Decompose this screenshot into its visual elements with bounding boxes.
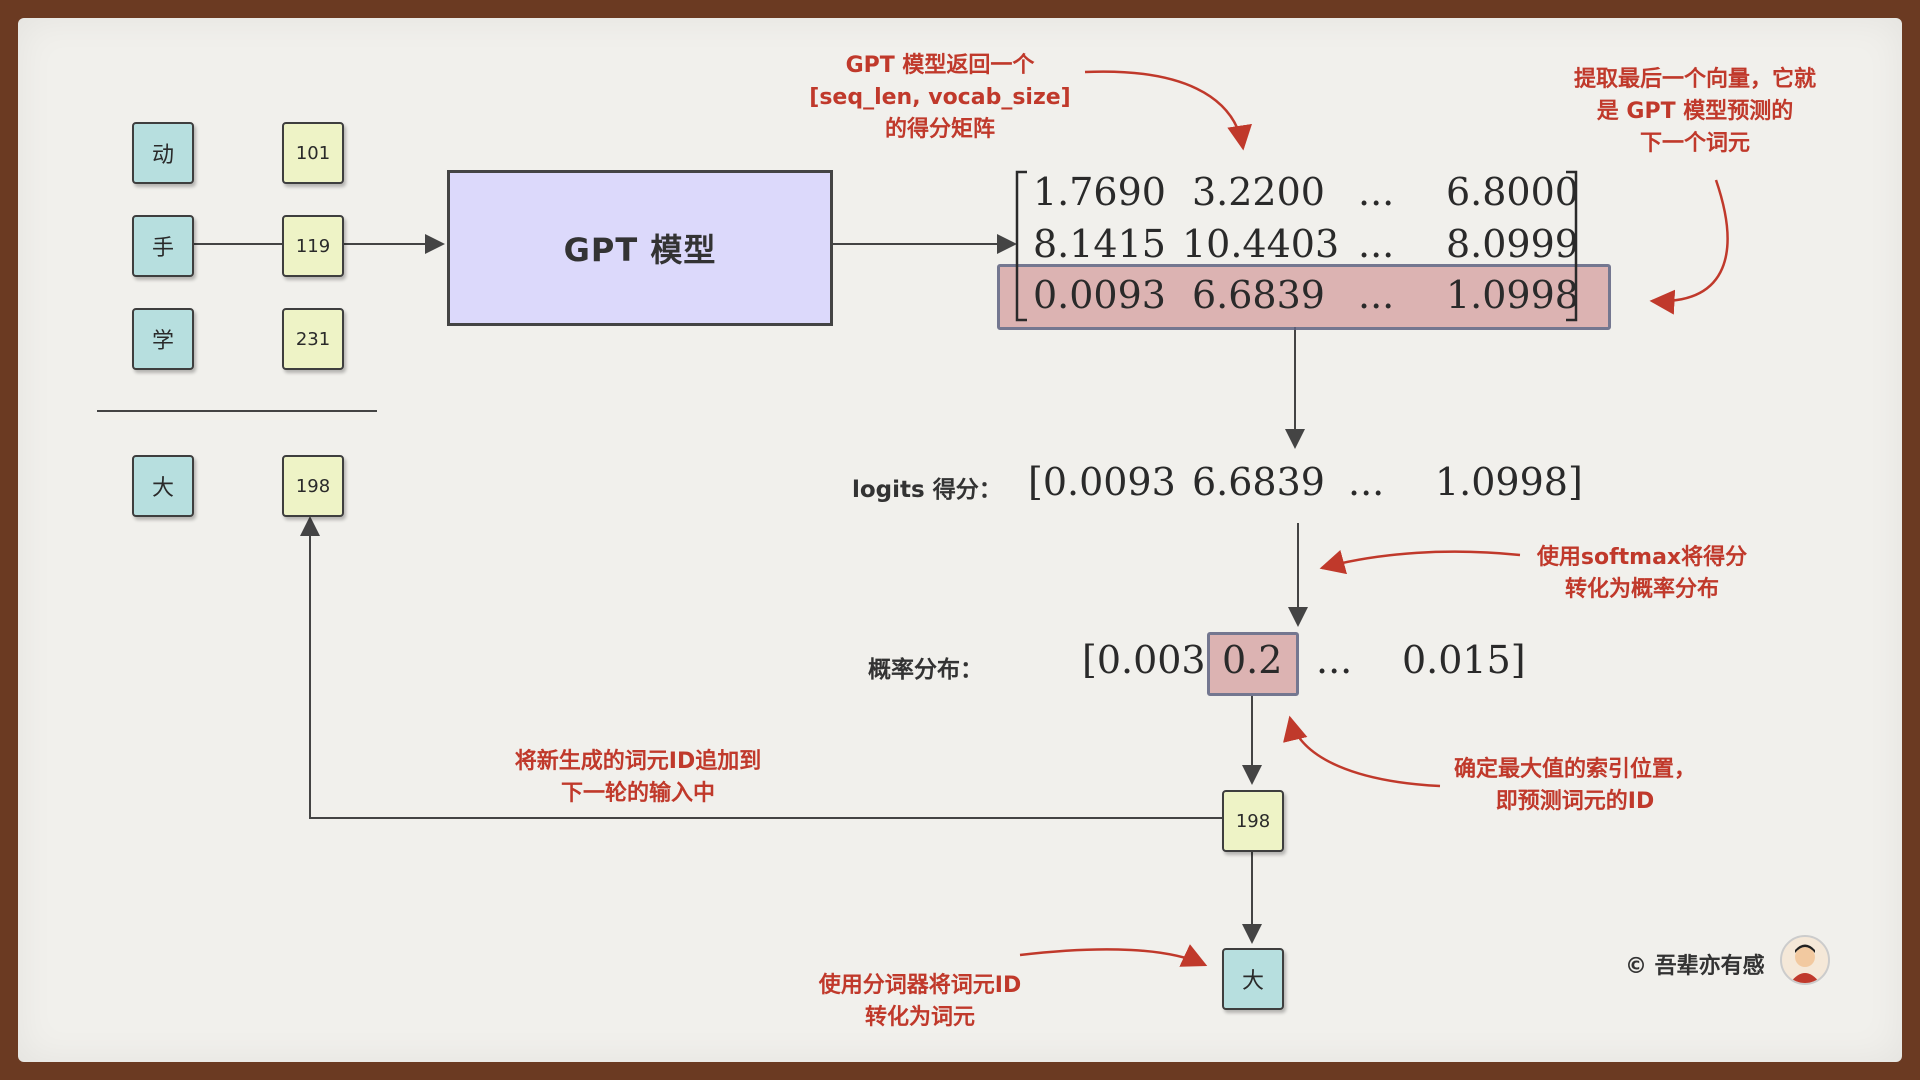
note-score-matrix: GPT 模型返回一个 [seq_len, vocab_size] 的得分矩阵 — [790, 50, 1090, 146]
matrix-cell: 3.2200 — [1192, 170, 1325, 214]
gpt-model-box: GPT 模型 — [447, 170, 833, 326]
matrix-cell: 1.0998 — [1446, 273, 1579, 317]
logits-label: logits 得分： — [852, 477, 1002, 503]
note-line: GPT 模型返回一个 — [845, 53, 1035, 78]
matrix-cell: ... — [1358, 273, 1395, 317]
last-row-highlight — [997, 264, 1611, 330]
logit-value: ... — [1348, 460, 1385, 504]
note-argmax: 确定最大值的索引位置， 即预测词元的ID — [1420, 754, 1730, 818]
note-line: 提取最后一个向量，它就 — [1573, 67, 1816, 92]
predicted-token: 大 — [1222, 948, 1284, 1010]
logit-value: 6.6839 — [1192, 460, 1325, 504]
logit-value: [0.0093 — [1028, 460, 1176, 504]
prob-value: 0.015] — [1402, 638, 1526, 682]
matrix-cell: 0.0093 — [1033, 273, 1166, 317]
note-line: [seq_len, vocab_size] — [809, 85, 1071, 110]
logit-value: 1.0998] — [1435, 460, 1583, 504]
note-line: 下一个词元 — [1639, 131, 1750, 156]
note-line: 使用softmax将得分 — [1536, 545, 1748, 570]
note-line: 的得分矩阵 — [884, 117, 995, 142]
right-bracket — [1566, 170, 1578, 322]
probs-label: 概率分布： — [868, 657, 983, 683]
prob-value: [0.003 — [1082, 638, 1206, 682]
note-arrow-argmax — [1283, 715, 1441, 788]
token-text: 手 — [132, 215, 194, 277]
token-text: 学 — [132, 308, 194, 370]
note-arrow-matrix — [1084, 70, 1252, 151]
note-line: 使用分词器将词元ID — [818, 973, 1022, 998]
note-line: 下一轮的输入中 — [560, 781, 715, 806]
token-id: 231 — [282, 308, 344, 370]
note-line: 将新生成的词元ID追加到 — [514, 749, 762, 774]
note-line: 是 GPT 模型预测的 — [1596, 99, 1794, 124]
token-id: 101 — [282, 122, 344, 184]
matrix-cell: 6.8000 — [1446, 170, 1579, 214]
note-arrow-softmax — [1319, 549, 1521, 575]
avatar-icon — [1790, 944, 1820, 983]
feedback-arrow — [300, 516, 1222, 819]
prob-value: 0.2 — [1222, 638, 1283, 682]
matrix-cell: 1.7690 — [1033, 170, 1166, 214]
note-line: 确定最大值的索引位置， — [1453, 757, 1696, 782]
credit: © 吾辈亦有感 — [1625, 954, 1765, 979]
new-token-id: 198 — [282, 455, 344, 517]
predicted-id: 198 — [1222, 790, 1284, 852]
avatar — [1780, 935, 1830, 985]
max-prob-highlight — [1207, 632, 1299, 696]
canvas — [18, 18, 1902, 1062]
matrix-cell: ... — [1358, 170, 1395, 214]
note-append: 将新生成的词元ID追加到 下一轮的输入中 — [488, 746, 788, 810]
matrix-cell: 8.0999 — [1446, 222, 1579, 266]
note-arrow-last-vector — [1649, 179, 1729, 315]
note-line: 即预测词元的ID — [1495, 789, 1655, 814]
note-line: 转化为概率分布 — [1564, 577, 1719, 602]
note-line: 转化为词元 — [864, 1005, 975, 1030]
note-last-vector: 提取最后一个向量，它就 是 GPT 模型预测的 下一个词元 — [1545, 64, 1845, 160]
matrix-cell: 6.6839 — [1192, 273, 1325, 317]
note-softmax: 使用softmax将得分 转化为概率分布 — [1512, 542, 1772, 606]
note-arrow-decode — [1019, 944, 1208, 967]
prob-value: ... — [1316, 638, 1353, 682]
left-bracket — [1015, 170, 1027, 322]
token-text: 动 — [132, 122, 194, 184]
matrix-cell: ... — [1358, 222, 1395, 266]
new-token-text: 大 — [132, 455, 194, 517]
note-decode: 使用分词器将词元ID 转化为词元 — [800, 970, 1040, 1034]
divider — [97, 410, 377, 412]
matrix-cell: 10.4403 — [1182, 222, 1340, 266]
matrix-cell: 8.1415 — [1033, 222, 1166, 266]
token-id: 119 — [282, 215, 344, 277]
